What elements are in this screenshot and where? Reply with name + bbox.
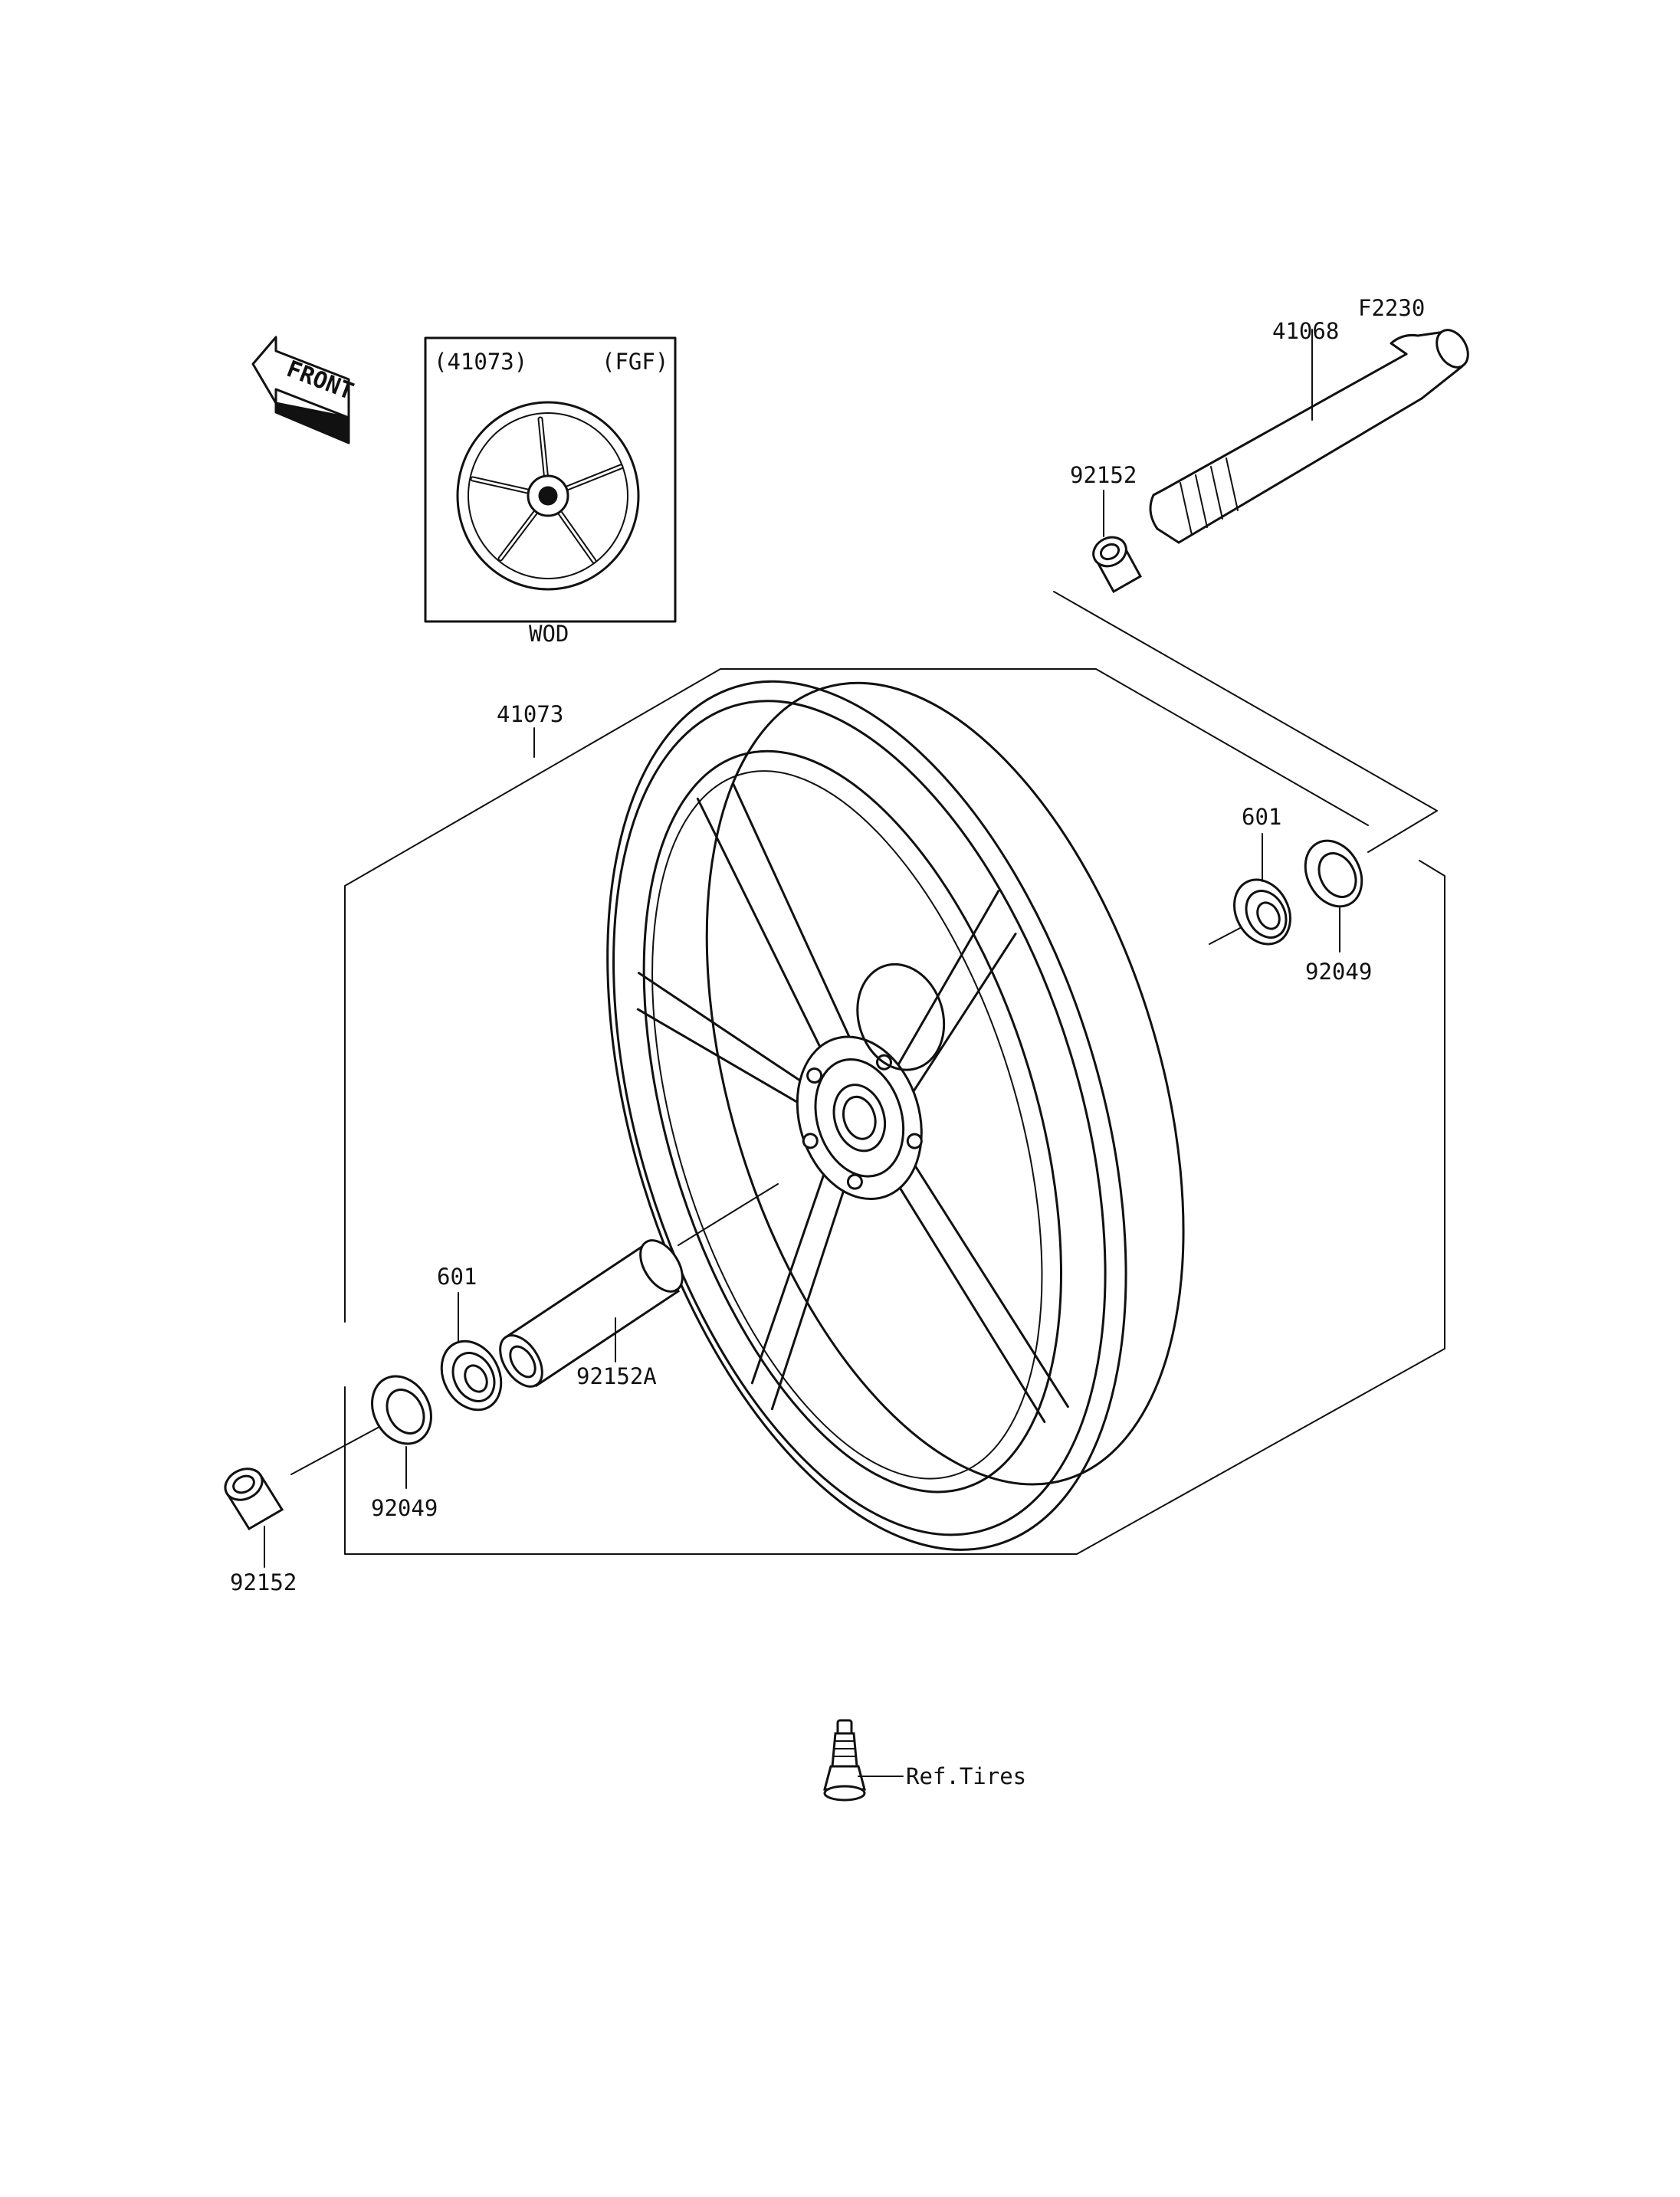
callout-spacer-right: 92152 [1070,462,1137,488]
callout-wheel-assy: 41073 [497,701,563,727]
valve-icon [823,1719,904,1802]
inset-part-ref: (41073) [434,349,527,375]
diagram-id: F2230 [1358,295,1425,321]
oil-seal-icon [290,1375,432,1489]
spacer-icon [499,1183,779,1388]
callout-valve-ref: Ref.Tires [906,1763,1026,1789]
callout-collar: 92152A [576,1363,657,1389]
callout-spacer-left: 92152 [230,1569,297,1595]
callout-bearing-right: 601 [1242,804,1281,830]
callout-seal-left: 92049 [371,1495,438,1521]
oil-seal-icon [1304,839,1363,953]
bearing-icon [440,1292,503,1412]
wheel-icon [456,401,640,591]
callout-axle: 41068 [1272,318,1339,344]
callout-bearing-left: 601 [437,1264,477,1290]
inset-caption: WOD [529,621,569,647]
axle-icon [1149,329,1469,544]
front-arrow-label: FRONT [283,356,357,405]
front-arrow-icon: FRONT [251,336,357,444]
inset-variant-code: (FGF) [602,349,668,375]
spacer-icon [1092,490,1143,594]
callout-seal-right: 92049 [1305,959,1372,985]
bearing-icon [1209,833,1291,946]
wheel-icon [606,680,1185,1551]
spacer-icon [224,1467,284,1568]
inset-box: (41073) (FGF) WOD [424,336,677,647]
